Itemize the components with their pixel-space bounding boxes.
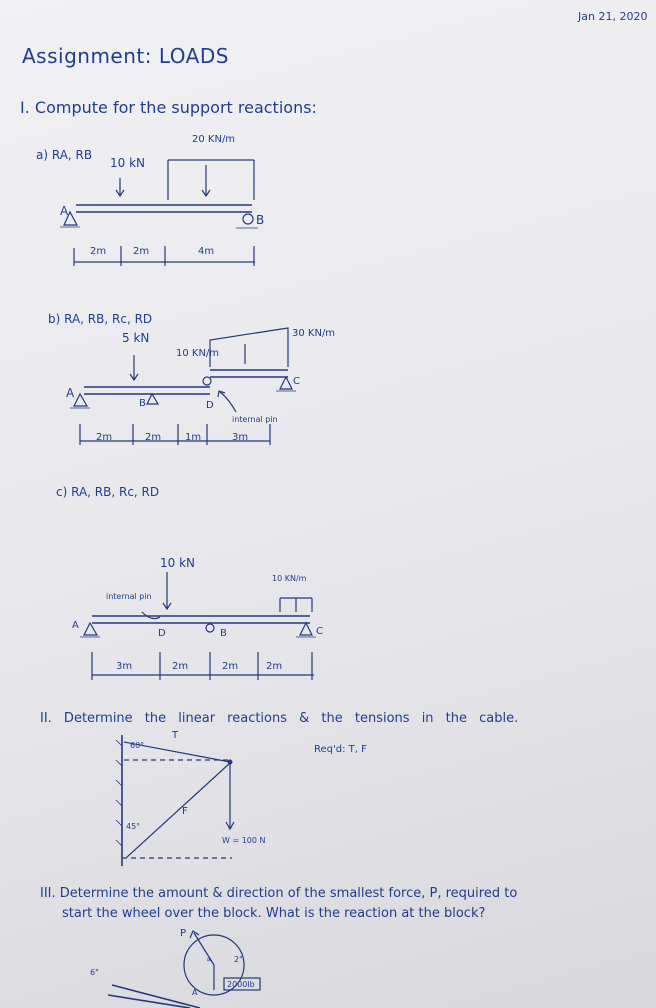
problem-a-label: a) RA, RB xyxy=(36,148,93,162)
wheel-diagram xyxy=(107,930,261,1008)
section-3-line-1: III. Determine the amount & direction of… xyxy=(40,886,518,901)
problem-b-dim-1: 2m xyxy=(96,432,113,443)
date-text: Jan 21, 2020 xyxy=(578,10,648,23)
problem-c-dim-3: 2m xyxy=(222,661,239,672)
wheel-force-p: P xyxy=(180,928,187,939)
section-1-heading: I. Compute for the support reactions: xyxy=(20,98,317,117)
problem-c-pin-note: internal pin xyxy=(106,592,152,601)
problem-a-support-a: A xyxy=(60,204,69,218)
problem-a-support-b: B xyxy=(256,213,265,227)
weight-label: W = 100 N xyxy=(222,836,266,845)
wheel-radius-label: 2" xyxy=(234,955,243,964)
section-2-required: Req'd: T, F xyxy=(314,744,367,755)
beam-b-diagram xyxy=(70,327,296,445)
problem-b-dim-2: 2m xyxy=(145,432,162,443)
cable-angle-bottom: 45° xyxy=(126,822,141,831)
problem-c-dim-2: 2m xyxy=(172,661,189,672)
problem-b-point-load: 5 kN xyxy=(122,331,150,345)
cable-angle-top: 60° xyxy=(130,741,145,750)
beam-a-diagram xyxy=(60,159,258,266)
problem-c-label: c) RA, RB, Rc, RD xyxy=(56,485,160,499)
problem-c-point-load: 10 kN xyxy=(160,556,196,570)
section-3-line-2: start the wheel over the block. What is … xyxy=(62,906,486,921)
problem-a-dim-2: 2m xyxy=(133,246,150,257)
problem-c-dist-load: 10 KN/m xyxy=(272,574,307,583)
wheel-block-label: 2000lb xyxy=(227,980,255,989)
page-title: Assignment: LOADS xyxy=(22,44,229,68)
problem-c-support-a: A xyxy=(72,620,79,631)
wheel-six-inch-label: 6" xyxy=(90,968,99,977)
cable-diagram xyxy=(115,735,235,866)
cable-tension-label: T xyxy=(172,730,179,741)
problem-a-dim-1: 2m xyxy=(90,246,107,257)
problem-b-dim-3: 1m xyxy=(185,432,202,443)
section-2-heading: II. Determine the linear reactions & the… xyxy=(40,711,519,726)
problem-b-dist-load-1: 10 KN/m xyxy=(176,348,220,359)
problem-b-label: b) RA, RB, Rc, RD xyxy=(48,312,153,326)
problem-b-support-a: A xyxy=(66,386,75,400)
problem-c-support-b: B xyxy=(220,628,227,639)
problem-c-dim-1: 3m xyxy=(116,661,133,672)
problem-a-dim-3: 4m xyxy=(198,246,215,257)
problem-c-point-d: D xyxy=(158,628,166,639)
problem-b-pin-note: internal pin xyxy=(232,415,278,424)
problem-a-point-load: 10 kN xyxy=(110,156,146,170)
wheel-alpha: ∝ xyxy=(206,955,212,964)
problem-b-dim-4: 3m xyxy=(232,432,249,443)
problem-c-dim-4: 2m xyxy=(266,661,283,672)
problem-b-support-b: B xyxy=(139,398,146,409)
wheel-point-a: A xyxy=(192,988,198,997)
strut-force-label: F xyxy=(182,806,188,817)
problem-b-dist-load-2: 30 KN/m xyxy=(292,328,336,339)
problem-c-support-c: C xyxy=(316,626,323,637)
problem-b-support-c: C xyxy=(293,376,300,387)
beam-c-diagram xyxy=(80,572,316,680)
problem-a-distributed-load: 20 KN/m xyxy=(192,134,236,145)
problem-b-point-d: D xyxy=(206,400,214,411)
